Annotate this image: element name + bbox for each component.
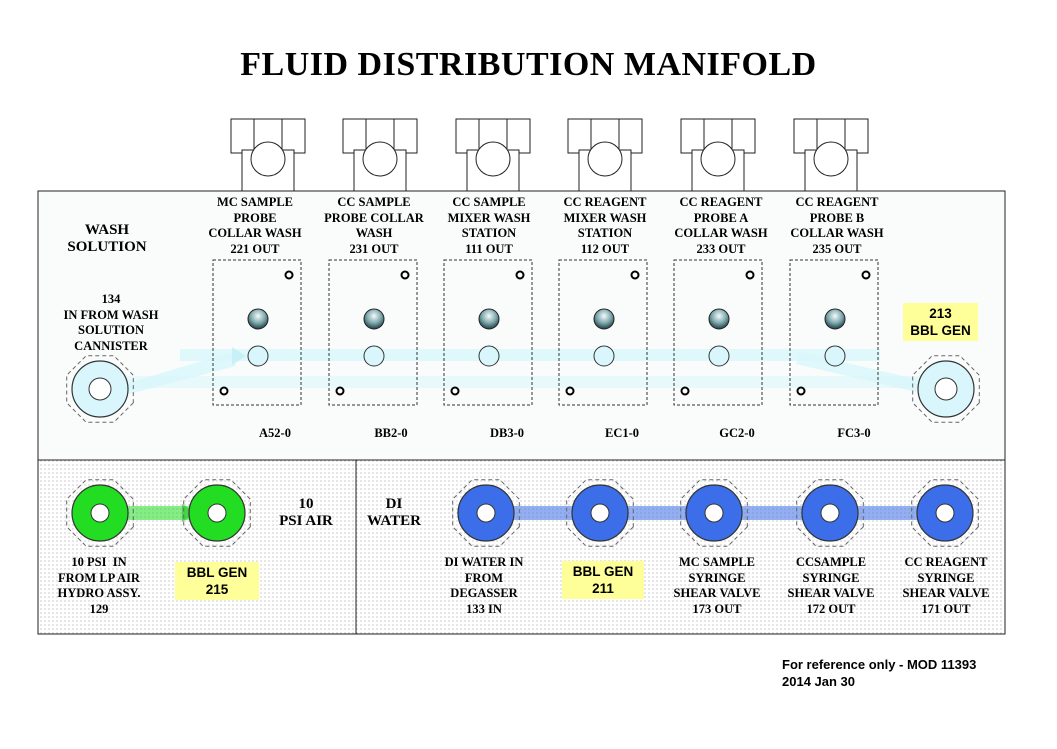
solenoid-valve-4	[567, 118, 643, 192]
air-ports	[66, 479, 251, 547]
di-water-label: DI WATER	[367, 496, 421, 529]
wash-port-5	[673, 259, 763, 406]
water-fitting-4	[796, 479, 864, 547]
wash-port-3	[443, 259, 533, 406]
port-code-5: GC2-0	[719, 426, 755, 440]
air-inlet-label: 10 PSI IN FROM LP AIR HYDRO ASSY. 129	[57, 555, 141, 616]
solenoid-valve-3	[455, 118, 531, 192]
port-code-2: BB2-0	[374, 426, 408, 440]
solenoid-valve-5	[680, 118, 756, 192]
wash-ports	[66, 259, 980, 423]
water-fitting-1	[452, 479, 520, 547]
port-code-4: EC1-0	[604, 426, 640, 440]
water-ports	[452, 479, 979, 547]
bubble-gen-215: BBL GEN 215	[175, 562, 259, 600]
output-label-1: MC SAMPLE PROBE COLLAR WASH 221 OUT	[208, 195, 302, 256]
psi-air-label: 10 PSI AIR	[279, 496, 333, 529]
port-code-3: DB3-0	[489, 426, 525, 440]
wash-flow-line	[110, 376, 948, 388]
wash-port-4	[558, 259, 648, 406]
revision-date: 2014 Jan 30	[782, 674, 856, 689]
output-label-6: CC REAGENT PROBE B COLLAR WASH 235 OUT	[790, 195, 884, 256]
solenoid-valve-2	[342, 118, 418, 192]
water-inlet-label: DI WATER IN FROM DEGASSER 133 IN	[444, 555, 524, 616]
water-panel	[355, 459, 1006, 635]
wash-panel	[37, 190, 1006, 461]
output-label-2: CC SAMPLE PROBE COLLAR WASH 231 OUT	[324, 195, 424, 256]
output-label-5: CC REAGENT PROBE A COLLAR WASH 233 OUT	[674, 195, 768, 256]
water-fitting-3	[680, 479, 748, 547]
water-output-label-1: MC SAMPLE SYRINGE SHEAR VALVE 173 OUT	[673, 555, 761, 616]
port-code-6: FC3-0	[837, 426, 871, 440]
wash-port-1	[212, 259, 302, 406]
output-label-4: CC REAGENT MIXER WASH STATION 112 OUT	[563, 195, 647, 256]
wash-outlet-fitting	[912, 355, 980, 423]
output-label-3: CC SAMPLE MIXER WASH STATION 111 OUT	[447, 195, 531, 256]
water-output-label-2: CCSAMPLE SYRINGE SHEAR VALVE 172 OUT	[787, 555, 875, 616]
solenoid-valve-1	[230, 118, 306, 192]
wash-inlet-fitting	[66, 355, 134, 423]
wash-arrow-1	[232, 347, 246, 365]
wash-port-2	[328, 259, 418, 406]
water-output-label-3: CC REAGENT SYRINGE SHEAR VALVE 171 OUT	[902, 555, 990, 616]
reference-text: For reference only - MOD 11393	[782, 657, 977, 672]
wash-flow-channel	[180, 349, 880, 361]
water-fitting-2	[566, 479, 634, 547]
air-inlet-fitting	[66, 479, 134, 547]
inlet-flow-link	[118, 352, 236, 396]
bubble-gen-213: 213 BBL GEN	[903, 303, 978, 341]
water-fitting-5	[911, 479, 979, 547]
diagram-title: FLUID DISTRIBUTION MANIFOLD	[240, 46, 817, 83]
port-code-1: A52-0	[259, 426, 291, 440]
wash-solution-label: WASH SOLUTION	[67, 222, 147, 255]
solenoid-valve-6	[793, 118, 869, 192]
wash-port-6	[789, 259, 879, 406]
reference-note: For reference only - MOD 11393 2014 Jan …	[782, 656, 976, 690]
solenoid-valves	[230, 118, 869, 192]
bubble-gen-211: BBL GEN 211	[562, 561, 644, 599]
wash-inlet-label: 134 IN FROM WASH SOLUTION CANNISTER	[63, 292, 159, 353]
air-outlet-fitting	[183, 479, 251, 547]
